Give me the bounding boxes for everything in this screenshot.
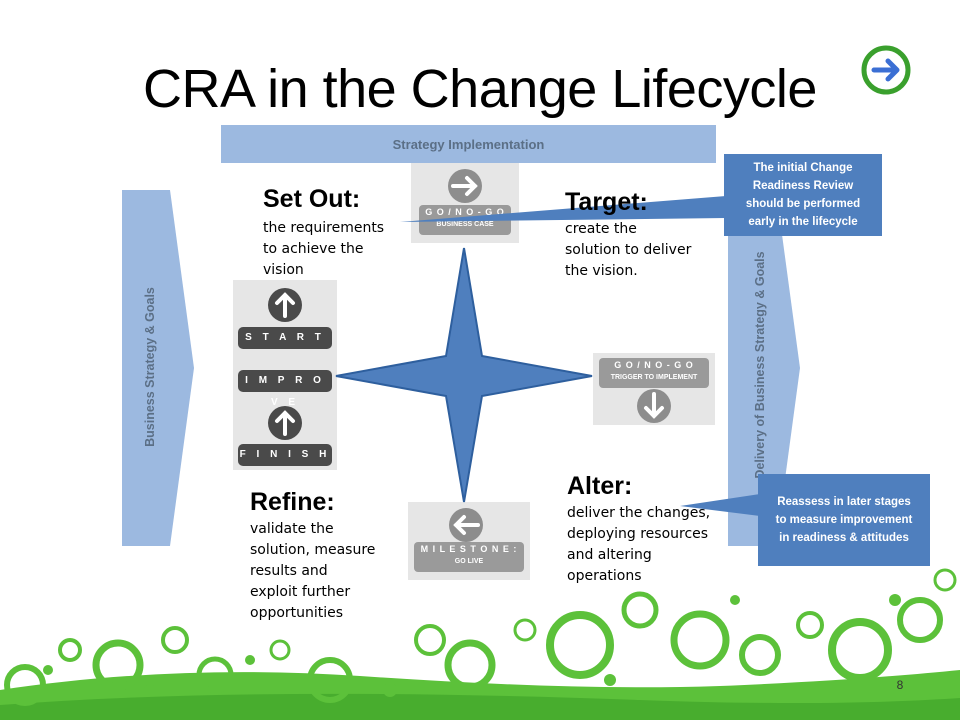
start-pill: S T A R T — [238, 327, 332, 349]
target-text: create the solution to deliver the visio… — [565, 221, 692, 279]
alter-text: deliver the changes, deploying resources… — [567, 505, 711, 584]
reassess-callout: Reassess in later stages to measure impr… — [758, 474, 930, 566]
arrow-up-icon — [268, 288, 302, 322]
arrow-up-icon — [268, 406, 302, 440]
alter-heading: Alter: — [567, 472, 633, 500]
target-heading: Target: — [565, 188, 648, 216]
target-stage: Target: create the solution to deliver t… — [565, 188, 735, 282]
finish-pill: F I N I S H — [238, 444, 332, 466]
trigger-to-implement-card: G O / N O - G O TRIGGER TO IMPLEMENT — [593, 353, 715, 425]
arrow-down-icon — [637, 389, 671, 423]
set-out-text: the requirements to achieve the vision — [263, 220, 385, 278]
improve-pill: I M P R O V E — [238, 370, 332, 408]
refine-stage: Refine: validate the solution, measure r… — [250, 488, 400, 624]
initial-review-callout: The initial Change Readiness Review shou… — [724, 154, 882, 236]
page-number: 8 — [896, 678, 904, 692]
milestone-tab: M I L E S T O N E : GO LIVE — [414, 542, 524, 572]
right-delivery-arrow — [728, 190, 800, 546]
trigger-tab: G O / N O - G O TRIGGER TO IMPLEMENT — [599, 358, 709, 388]
arrow-right-icon — [448, 169, 482, 203]
set-out-stage: Set Out: the requirements to achieve the… — [263, 185, 413, 281]
milestone-card: M I L E S T O N E : GO LIVE — [408, 502, 530, 580]
arrow-left-icon — [449, 508, 483, 542]
slide-title: CRA in the Change Lifecycle — [143, 59, 817, 119]
alter-stage: Alter: deliver the changes, deploying re… — [567, 472, 742, 587]
central-compass-star — [335, 247, 593, 503]
arrow-right-icon[interactable] — [860, 44, 912, 96]
left-strategy-arrow — [122, 190, 194, 546]
set-out-heading: Set Out: — [263, 185, 361, 213]
start-improve-finish-card: S T A R T I M P R O V E F I N I S H — [233, 280, 337, 470]
refine-heading: Refine: — [250, 488, 335, 516]
refine-text: validate the solution, measure results a… — [250, 521, 376, 621]
strategy-implementation-bar: Strategy Implementation — [221, 125, 716, 163]
